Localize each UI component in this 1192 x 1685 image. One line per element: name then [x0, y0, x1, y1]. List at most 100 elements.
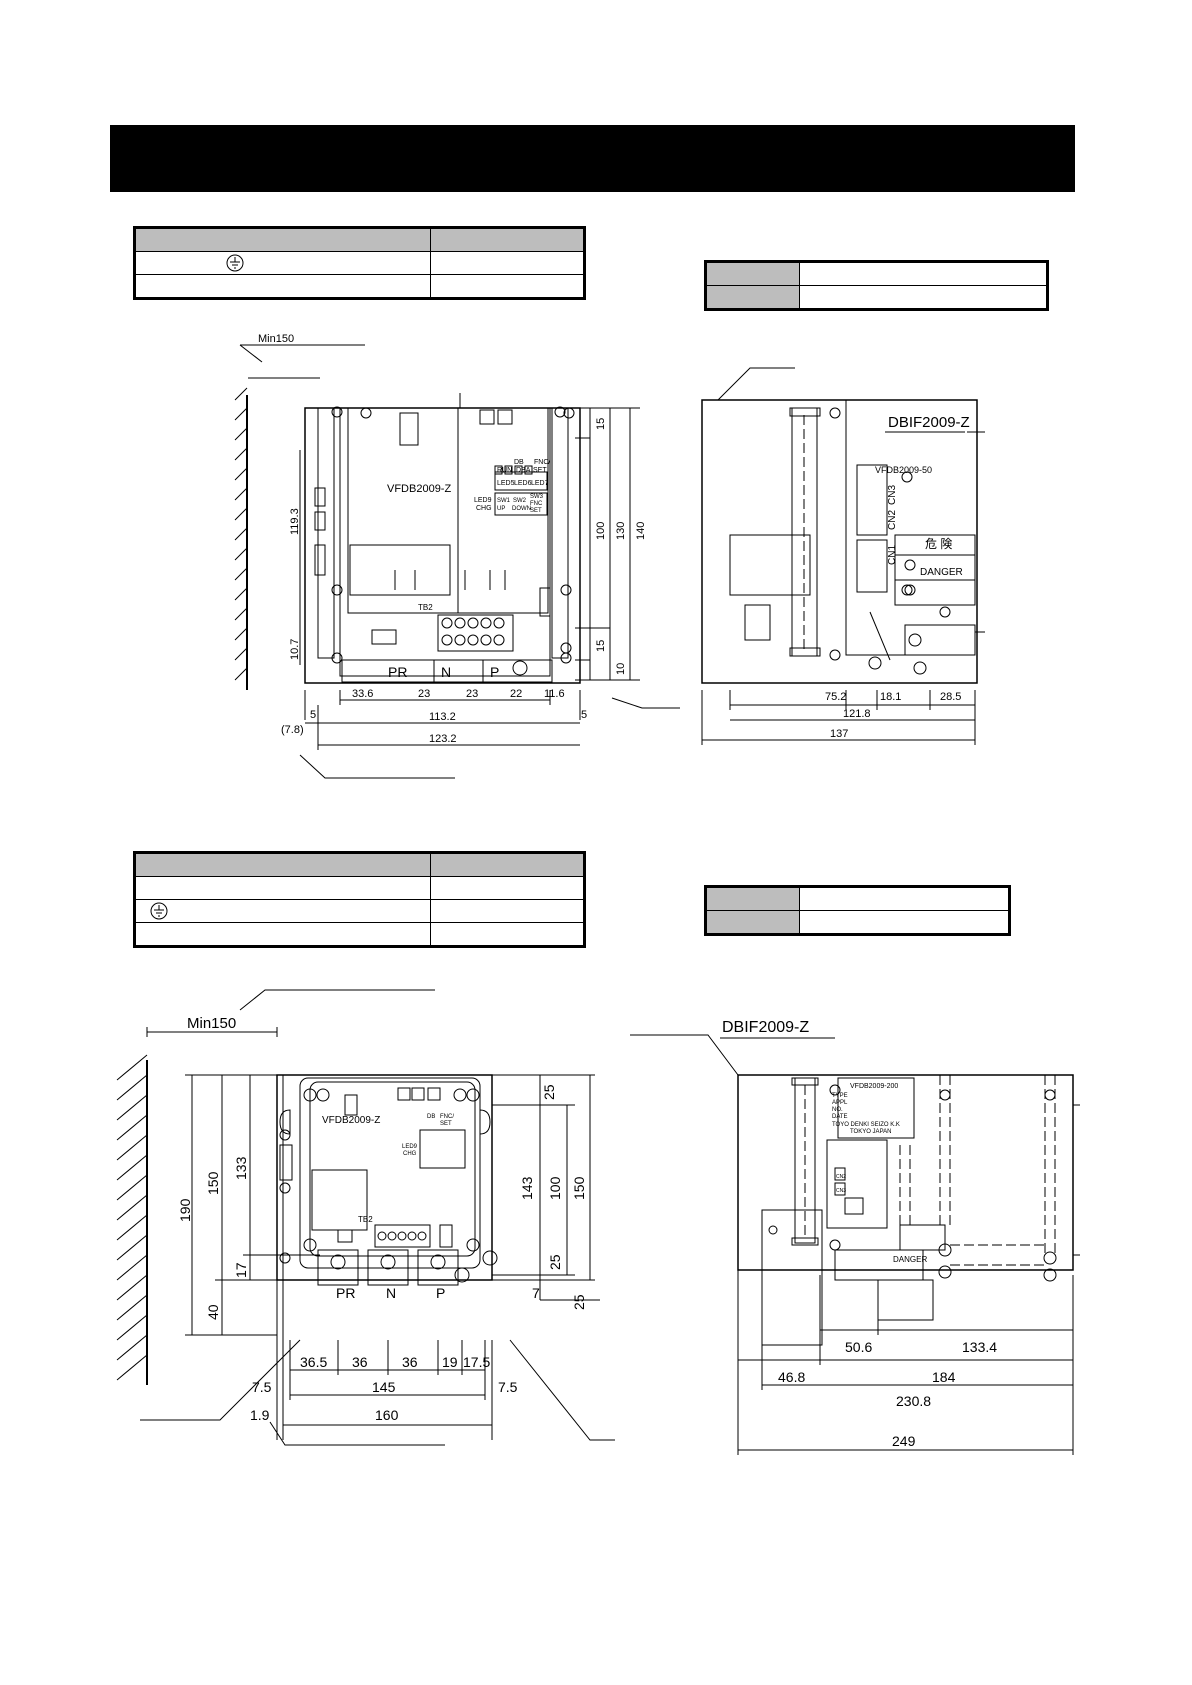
- top-left-front-view: [234, 344, 680, 779]
- dim-label: 190: [177, 1198, 193, 1222]
- connector-cn3-label: CN3: [887, 485, 898, 505]
- dim-label: 36: [402, 1354, 418, 1370]
- board-label-led6: LED6: [514, 480, 532, 487]
- board-label-db: DB: [514, 459, 524, 466]
- wall-clearance-label: Min150: [187, 1015, 236, 1032]
- unit-model-label: VFDB2009-Z: [322, 1115, 380, 1126]
- terminal-n-label: N: [386, 1285, 396, 1301]
- nameplate-maker-label: TOYO DENKI SEIZO K.K: [832, 1122, 900, 1128]
- dim-label: 249: [892, 1433, 916, 1449]
- dim-label: 113.2: [429, 711, 456, 723]
- spec-table-header: [134, 227, 585, 252]
- danger-jp-label: 危 険: [925, 537, 952, 551]
- dim-label: 15: [595, 418, 607, 430]
- board-label-dba: DBA: [516, 467, 531, 474]
- spec-table-row: [134, 251, 585, 275]
- dim-label: 140: [635, 522, 647, 540]
- top-left-labels: Min150 VFDB2009-Z DB FNC/ RUN DBA SET LE…: [258, 333, 647, 745]
- dim-label: 10: [615, 663, 627, 675]
- spec-table-row: [705, 910, 1010, 935]
- spec-table-top-right: [704, 260, 1049, 311]
- spec-table-top-left: [133, 226, 586, 300]
- dim-label: 50.6: [845, 1339, 872, 1355]
- spec-table-row: [134, 922, 585, 947]
- dim-label: 23: [418, 688, 430, 700]
- connector-cn2-label: CN2: [887, 510, 898, 530]
- board-label-led9: LED9: [402, 1144, 418, 1150]
- dim-label: 133.4: [962, 1339, 997, 1355]
- danger-en-label: DANGER: [920, 567, 963, 578]
- board-label-led5: LED5: [497, 480, 515, 487]
- spec-table-bottom-right: [704, 885, 1011, 936]
- terminal-p-label: P: [490, 664, 499, 680]
- nameplate-model-label: VFDB2009-200: [850, 1083, 898, 1090]
- dim-label: 17.5: [463, 1354, 490, 1370]
- bottom-left-labels: Min150 VFDB2009-Z DB FNC/ SET LED9 CHG T…: [177, 1015, 587, 1423]
- nameplate-appl-label: APPL: [832, 1100, 848, 1106]
- dim-label: 5: [581, 709, 587, 721]
- dim-label: 119.3: [289, 508, 301, 535]
- board-label-fnc2: FNC: [530, 501, 543, 507]
- nameplate-date-label: DATE: [832, 1114, 848, 1120]
- dim-label: 40: [205, 1304, 221, 1320]
- terminal-pr-label: PR: [336, 1285, 355, 1301]
- dim-label: 28.5: [940, 691, 961, 703]
- danger-en-label: DANGER: [893, 1255, 927, 1264]
- board-label-up: UP: [497, 506, 505, 512]
- dim-label: 17: [233, 1262, 249, 1278]
- dim-label: 145: [372, 1379, 396, 1395]
- board-label-down: DOWN: [512, 506, 531, 512]
- dim-label: 25: [571, 1294, 587, 1310]
- dim-label: 143: [519, 1176, 535, 1200]
- title-banner: [110, 125, 1075, 192]
- dim-label: 150: [205, 1171, 221, 1195]
- dim-label: 1.9: [250, 1407, 270, 1423]
- bottom-left-front-view: [116, 989, 615, 1446]
- board-label-set: SET: [533, 467, 547, 474]
- nameplate-type-label: TYPE: [832, 1093, 848, 1099]
- dim-label: 150: [571, 1176, 587, 1200]
- board-label-chg: CHG: [476, 505, 492, 512]
- dim-label: 33.6: [352, 688, 373, 700]
- bottom-right-labels: DBIF2009-Z VFDB2009-200 TYPE APPL NO. DA…: [722, 1019, 997, 1449]
- top-right-side-view: [701, 367, 985, 745]
- dim-label: 19: [442, 1354, 458, 1370]
- board-label-led9: LED9: [474, 497, 492, 504]
- dim-label: 137: [830, 728, 848, 740]
- terminal-pr-label: PR: [388, 664, 407, 680]
- spec-table-row: [134, 274, 585, 299]
- board-label-tb2: TB2: [358, 1215, 373, 1224]
- board-label-set2: SET: [530, 508, 542, 514]
- dim-label: 46.8: [778, 1369, 805, 1385]
- dim-label: 7.5: [252, 1379, 272, 1395]
- unit-model-label: VFDB2009-Z: [387, 483, 451, 495]
- dim-label: 133: [233, 1156, 249, 1180]
- nameplate-no-label: NO.: [832, 1107, 843, 1113]
- board-label-fnc: FNC/: [440, 1114, 454, 1120]
- dim-label: 121.8: [843, 708, 871, 720]
- dim-label: 100: [595, 522, 607, 540]
- spec-table-bottom-left: [133, 851, 586, 948]
- connector-cn2-label: CN2: [836, 1174, 846, 1180]
- dim-label: 7: [532, 1285, 540, 1301]
- ground-symbol-icon: [226, 254, 244, 272]
- dim-label: 15: [595, 640, 607, 652]
- dim-label: 18.1: [880, 691, 901, 703]
- dim-label: 25: [547, 1254, 563, 1270]
- connector-cn1-label: CN1: [887, 545, 898, 565]
- board-label-set: SET: [440, 1121, 452, 1127]
- dim-label: 7.5: [498, 1379, 518, 1395]
- dim-label: 5: [310, 709, 316, 721]
- board-label-run: RUN: [497, 467, 512, 474]
- bottom-right-side-view: [630, 1034, 1080, 1455]
- wall-clearance-label: Min150: [258, 333, 294, 345]
- dim-label: 100: [547, 1176, 563, 1200]
- top-right-labels: DBIF2009-Z VFDB2009-50 CN1 CN2 CN3 危 険 D…: [825, 414, 970, 740]
- dim-label: 75.2: [825, 691, 846, 703]
- dim-label: 130: [615, 522, 627, 540]
- dim-label: 36: [352, 1354, 368, 1370]
- board-label-sw1: SW1: [497, 498, 511, 504]
- wall-hatching: [116, 1054, 148, 1385]
- board-label-led7: LED7: [531, 480, 549, 487]
- dim-label: 23: [466, 688, 478, 700]
